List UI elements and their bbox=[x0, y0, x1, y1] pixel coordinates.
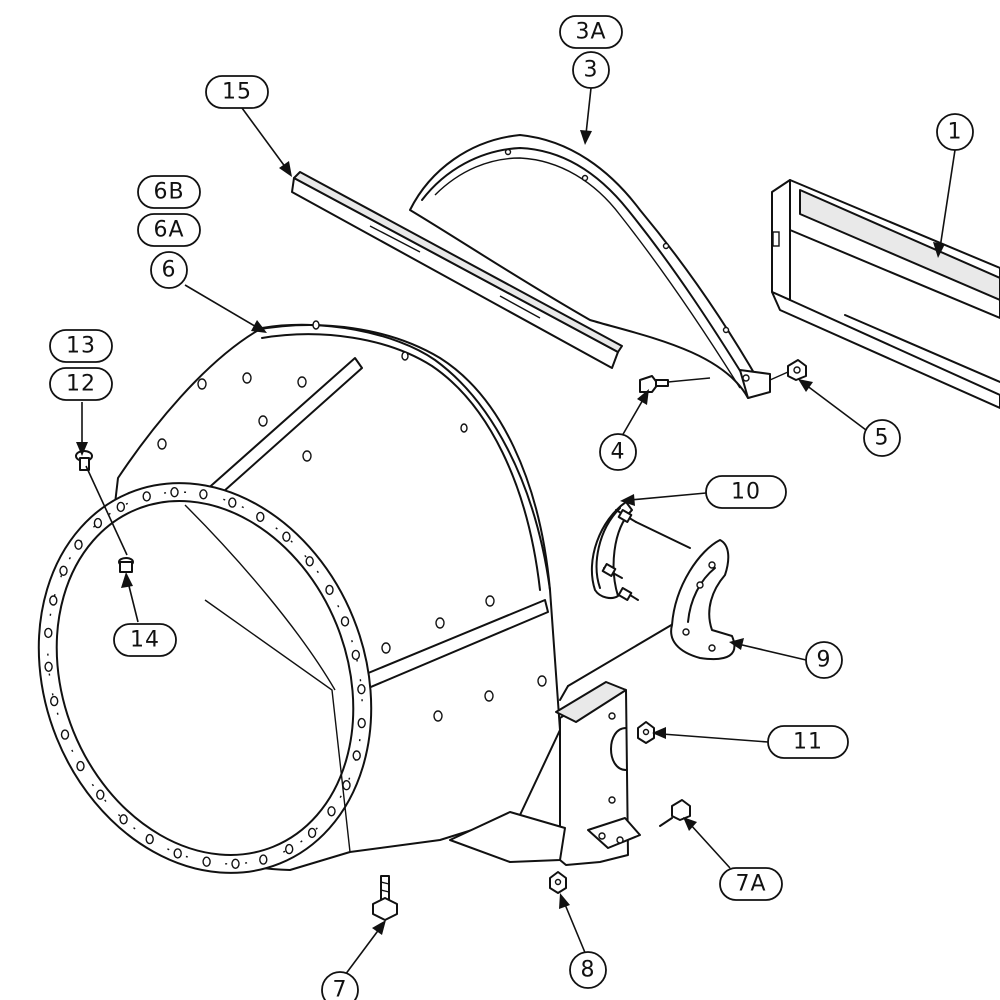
callout-3: 3 bbox=[572, 51, 610, 89]
svg-text:6B: 6B bbox=[153, 180, 184, 205]
flange-hole bbox=[74, 539, 83, 550]
callout-9: 9 bbox=[805, 641, 843, 679]
svg-text:9: 9 bbox=[817, 648, 832, 673]
flange-bolt-holes bbox=[44, 487, 366, 869]
flange-hole bbox=[325, 584, 334, 596]
flange-hole bbox=[282, 531, 291, 542]
svg-text:13: 13 bbox=[66, 334, 96, 359]
callout-3a: 3A bbox=[559, 15, 623, 49]
svg-text:12: 12 bbox=[66, 372, 96, 397]
svg-text:6A: 6A bbox=[153, 218, 184, 243]
svg-text:7: 7 bbox=[333, 978, 348, 1000]
flange-hole bbox=[145, 833, 154, 845]
callout-15: 15 bbox=[205, 75, 269, 109]
part-3-cover bbox=[409, 134, 771, 399]
part-5-nut bbox=[769, 359, 807, 381]
flange-hole bbox=[59, 565, 68, 576]
flange-hole bbox=[44, 661, 53, 672]
part-6-cone bbox=[37, 320, 561, 874]
flange-hole bbox=[60, 729, 70, 740]
part-1-panel bbox=[771, 179, 1000, 409]
part-11-nut bbox=[637, 721, 655, 744]
svg-text:8: 8 bbox=[581, 958, 596, 983]
callout-13: 13 bbox=[49, 329, 113, 363]
svg-text:3A: 3A bbox=[575, 20, 606, 45]
callout-10: 10 bbox=[705, 475, 787, 509]
leader-lines bbox=[76, 87, 956, 976]
mounting-bracket bbox=[449, 613, 691, 866]
flange-hole bbox=[357, 684, 366, 695]
flange-hole bbox=[93, 517, 103, 529]
callout-7: 7 bbox=[321, 971, 359, 1000]
flange-hole bbox=[327, 806, 336, 817]
part-8-nut bbox=[549, 871, 567, 894]
callout-7a: 7A bbox=[719, 867, 783, 901]
svg-text:3: 3 bbox=[584, 58, 599, 83]
flange-hole bbox=[119, 814, 128, 825]
flange-hole bbox=[142, 491, 151, 502]
part-12-rivet bbox=[75, 450, 93, 471]
svg-text:15: 15 bbox=[222, 80, 252, 105]
flange-hole bbox=[342, 780, 351, 791]
flange-hole bbox=[173, 848, 182, 859]
part-4-bolt bbox=[639, 375, 711, 393]
svg-text:5: 5 bbox=[875, 426, 890, 451]
flange-hole bbox=[351, 649, 360, 661]
svg-text:11: 11 bbox=[793, 730, 823, 755]
flange-hole bbox=[357, 717, 366, 729]
flange-hole bbox=[202, 856, 211, 867]
svg-text:4: 4 bbox=[611, 440, 626, 465]
svg-text:1: 1 bbox=[948, 120, 963, 145]
flange-hole bbox=[307, 827, 317, 839]
part-10-bracket bbox=[590, 501, 691, 601]
callout-11: 11 bbox=[767, 725, 849, 759]
callout-6b: 6B bbox=[137, 175, 201, 209]
callout-4: 4 bbox=[599, 433, 637, 471]
callout-labels: 1 3A 3 4 5 6B 6A 6 bbox=[49, 15, 974, 1000]
callout-8: 8 bbox=[569, 951, 607, 989]
flange-hole bbox=[76, 760, 85, 772]
callout-5: 5 bbox=[863, 419, 901, 457]
callout-14: 14 bbox=[113, 623, 177, 657]
callout-12: 12 bbox=[49, 367, 113, 401]
flange-hole bbox=[285, 843, 294, 855]
callout-6a: 6A bbox=[137, 213, 201, 247]
part-9-plate bbox=[670, 539, 736, 660]
flange-hole bbox=[96, 789, 105, 800]
part-14-insert bbox=[118, 557, 134, 573]
flange-hole bbox=[352, 750, 361, 761]
callout-1: 1 bbox=[936, 113, 974, 151]
svg-text:14: 14 bbox=[130, 628, 160, 653]
callout-6: 6 bbox=[150, 251, 188, 289]
flange-hole bbox=[49, 595, 58, 606]
flange-hole bbox=[170, 487, 179, 498]
flange-hole bbox=[256, 511, 265, 523]
flange-hole bbox=[228, 497, 237, 508]
part-7a-bolt bbox=[659, 799, 691, 827]
svg-text:7A: 7A bbox=[735, 872, 766, 897]
part-15-bar bbox=[291, 171, 623, 369]
flange-hole bbox=[199, 489, 208, 500]
flange-hole bbox=[231, 858, 240, 869]
flange-hole bbox=[116, 501, 126, 513]
flange-hole bbox=[305, 556, 314, 567]
part-7-bolt bbox=[372, 875, 398, 921]
flange-hole bbox=[50, 695, 59, 707]
flange-hole bbox=[44, 627, 53, 639]
svg-text:10: 10 bbox=[731, 480, 761, 505]
svg-text:6: 6 bbox=[162, 258, 177, 283]
flange-hole bbox=[259, 854, 268, 865]
flange-hole bbox=[340, 616, 350, 627]
